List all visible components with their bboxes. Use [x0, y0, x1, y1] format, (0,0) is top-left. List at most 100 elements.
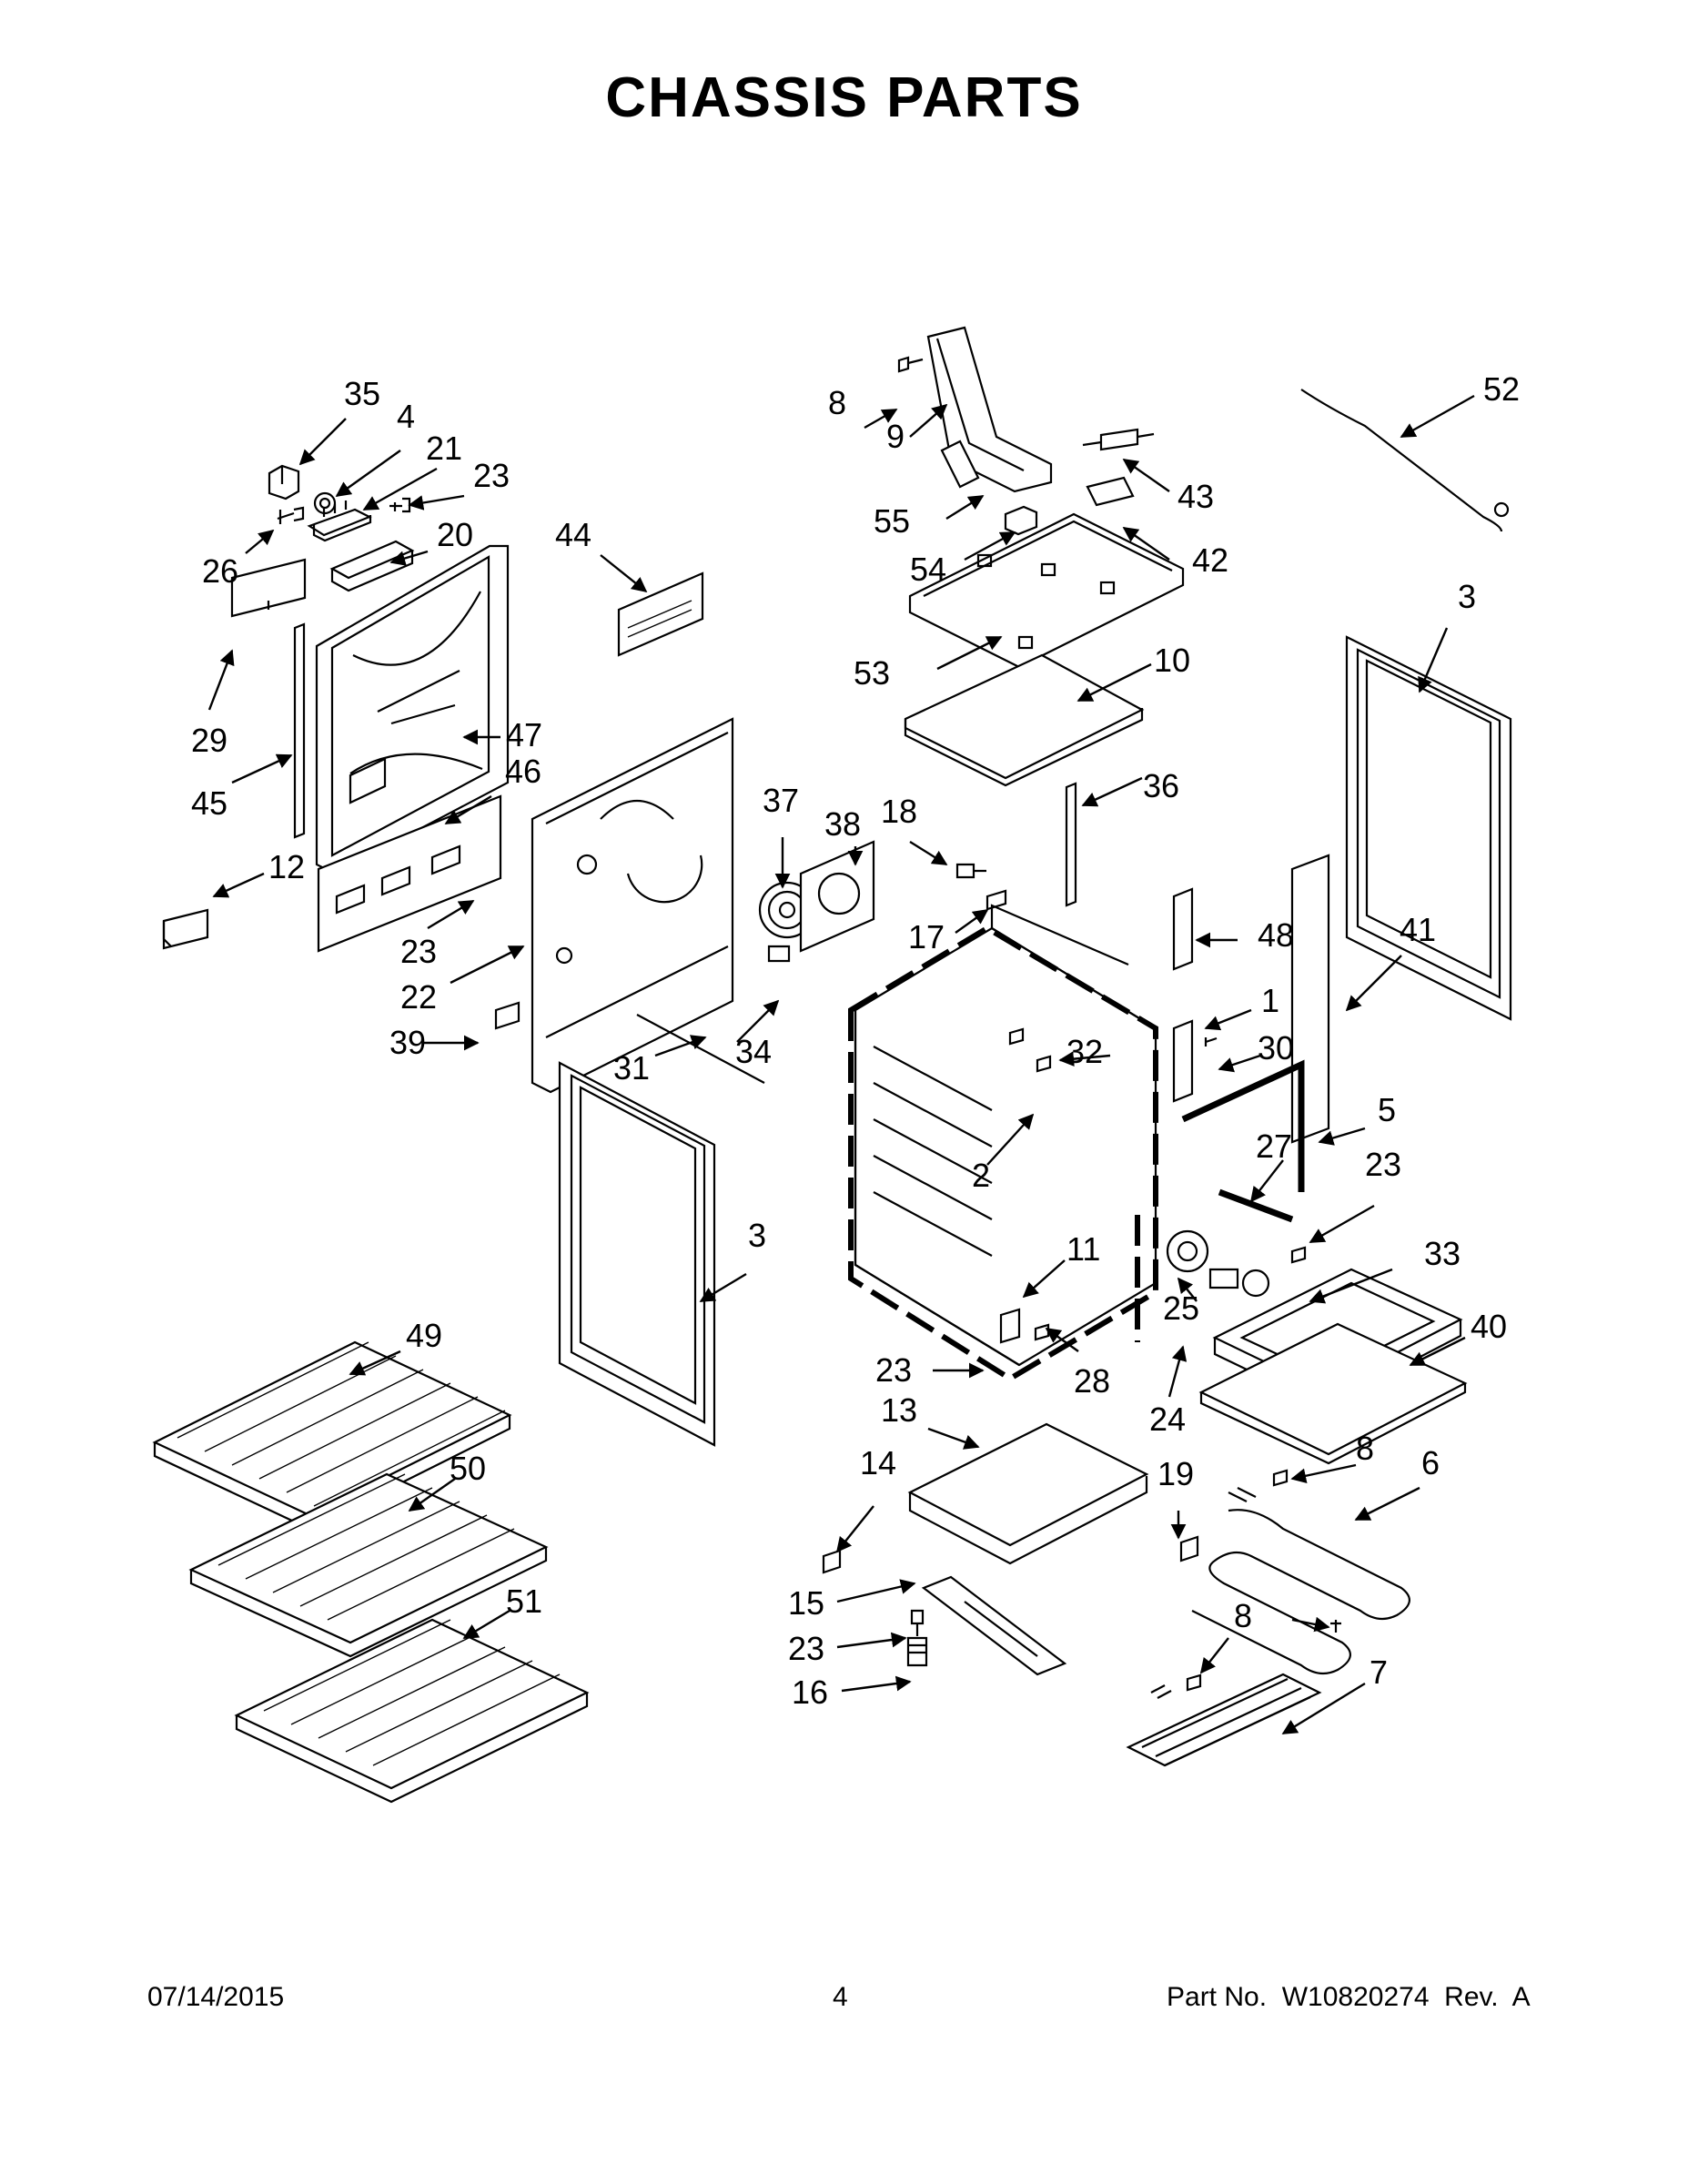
footer-part-number: Part No. W10820274 Rev. A: [1167, 1982, 1531, 2012]
callout-2: 2: [972, 1157, 990, 1194]
part-6-bake-element: [1191, 1487, 1410, 1675]
part-23-screw: [389, 497, 411, 513]
callout-10: 10: [1154, 642, 1190, 679]
part-5-gasket-strip: [1181, 1059, 1305, 1192]
part-42-bracket: [1086, 476, 1135, 507]
part-29-plate: [230, 558, 307, 618]
part-38-fan-cover: [799, 840, 875, 953]
part-20-bracket: [329, 540, 415, 592]
callout-12: 12: [268, 848, 305, 885]
part-55-bracket: [940, 440, 980, 489]
callout-29: 29: [191, 722, 227, 759]
part-3-door-gasket-left: [558, 1061, 716, 1447]
part-10-oven-top: [904, 653, 1145, 787]
part-12-bracket: [162, 908, 209, 950]
part-39-clip: [494, 1001, 521, 1030]
part-7-broil-element: [1126, 1673, 1322, 1767]
callout-13: 13: [881, 1391, 917, 1429]
callout-3-right: 3: [1458, 578, 1476, 615]
part-2-screw: [1036, 1055, 1052, 1073]
part-18-screw: [955, 863, 986, 879]
part-8-screw-bake: [1272, 1469, 1289, 1487]
callout-47: 47: [506, 716, 542, 753]
part-26-screw: [277, 506, 305, 524]
footer-page-number: 4: [833, 1982, 848, 2012]
callout-49: 49: [406, 1317, 442, 1354]
part-16-leveling-leg: [906, 1636, 928, 1667]
part-3-door-gasket-right: [1345, 635, 1512, 1021]
callout-52: 52: [1483, 370, 1520, 408]
callout-23c: 23: [1365, 1146, 1401, 1183]
callout-3-left: 3: [748, 1217, 766, 1254]
part-54-bracket: [1004, 505, 1038, 536]
part-35-bracket: [268, 464, 300, 500]
part-11-sensor: [999, 1308, 1021, 1344]
part-23-screw-right: [1290, 1246, 1307, 1264]
part-36-rail: [1065, 782, 1077, 907]
callout-9: 9: [886, 418, 905, 455]
callout-53: 53: [854, 654, 890, 692]
callout-36: 36: [1143, 767, 1179, 804]
callout-18: 18: [881, 793, 917, 830]
part-53-top-panel: [908, 512, 1185, 669]
oven-cavity-outline: [848, 925, 1158, 1382]
callout-50: 50: [450, 1450, 486, 1487]
callout-4: 4: [397, 398, 415, 435]
callout-21: 21: [426, 430, 462, 467]
callout-31: 31: [613, 1049, 650, 1087]
callout-17: 17: [908, 918, 945, 956]
part-14-clip: [822, 1549, 842, 1574]
callout-27: 27: [1256, 1127, 1292, 1165]
callout-8-top: 8: [828, 384, 846, 421]
callout-30: 30: [1258, 1029, 1294, 1067]
callout-1: 1: [1261, 982, 1279, 1019]
part-8-screw-top: [897, 356, 924, 373]
part-25-knob: [1166, 1229, 1270, 1298]
part-51-roller-rack: [234, 1618, 590, 1804]
callout-37: 37: [763, 782, 799, 819]
part-9-vent-duct: [926, 326, 1053, 493]
footer-date: 07/14/2015: [147, 1982, 285, 2012]
part-52-wire-harness: [1300, 389, 1510, 532]
callout-16: 16: [792, 1673, 828, 1711]
part-44-panel: [617, 571, 704, 657]
callout-45: 45: [191, 784, 227, 822]
callout-35: 35: [344, 375, 380, 412]
callout-39: 39: [389, 1024, 426, 1061]
callout-14: 14: [860, 1444, 896, 1481]
part-32-screw: [1008, 1027, 1025, 1046]
callout-33: 33: [1424, 1235, 1461, 1272]
part-8-screw-broil: [1186, 1673, 1202, 1692]
part-30-screw: [1204, 1036, 1218, 1046]
callout-38: 38: [824, 805, 861, 843]
callout-22: 22: [400, 978, 437, 1016]
callout-5: 5: [1378, 1091, 1396, 1128]
part-27-element: [1218, 1188, 1294, 1223]
callout-25: 25: [1163, 1289, 1199, 1327]
part-22-back-panel: [531, 717, 734, 1094]
callout-54: 54: [910, 551, 946, 588]
part-19-clip: [1179, 1535, 1199, 1562]
callout-23e: 23: [788, 1630, 824, 1667]
part-23-screw-bottom: [910, 1609, 925, 1636]
callout-24: 24: [1149, 1400, 1186, 1438]
part-48-hinge-receiver: [1172, 887, 1194, 971]
callout-8-bake: 8: [1356, 1430, 1374, 1467]
part-50-oven-rack: [188, 1472, 549, 1658]
callout-34: 34: [735, 1033, 772, 1070]
part-15-rail: [921, 1575, 1067, 1676]
part-13-drawer-frame: [907, 1422, 1149, 1565]
callout-43: 43: [1178, 478, 1214, 515]
page-title: CHASSIS PARTS: [605, 66, 1083, 129]
callout-6: 6: [1421, 1444, 1440, 1481]
callout-55: 55: [874, 502, 910, 540]
part-49-oven-rack: [152, 1340, 512, 1531]
callout-numbers: 35 4 21 23 26 20 44 29 47 45 46 12 23 22…: [191, 370, 1520, 1711]
callout-20: 20: [437, 516, 473, 553]
callout-40: 40: [1471, 1308, 1507, 1345]
callout-23d: 23: [875, 1351, 912, 1389]
callout-28: 28: [1074, 1362, 1110, 1400]
callout-11: 11: [1066, 1230, 1100, 1268]
leader-lines: [207, 394, 1475, 1735]
